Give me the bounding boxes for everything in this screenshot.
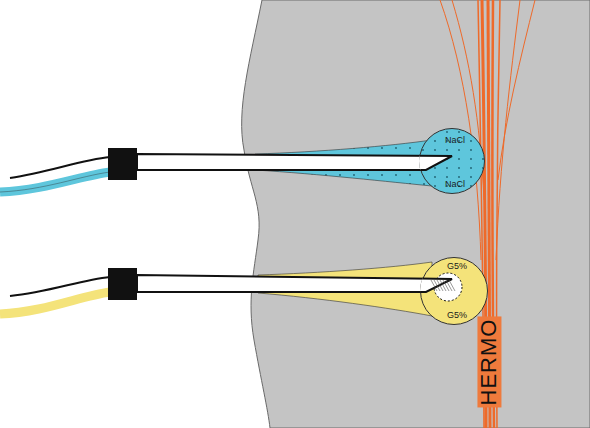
cables bbox=[0, 157, 110, 314]
fluid-label: G5% bbox=[441, 261, 467, 272]
nerve bbox=[440, 0, 535, 428]
nerve-label: HERMO bbox=[477, 317, 501, 408]
fluid-label: NaCl bbox=[439, 135, 465, 146]
fluid-bolus: NaClNaCl bbox=[419, 128, 485, 194]
connector-blocks bbox=[108, 148, 137, 300]
tissue bbox=[242, 0, 590, 428]
fluid-bolus: G5% G5% bbox=[420, 257, 488, 325]
fluid-label: G5% bbox=[441, 310, 467, 321]
needles bbox=[137, 154, 452, 292]
fluid-label: NaCl bbox=[439, 179, 465, 190]
